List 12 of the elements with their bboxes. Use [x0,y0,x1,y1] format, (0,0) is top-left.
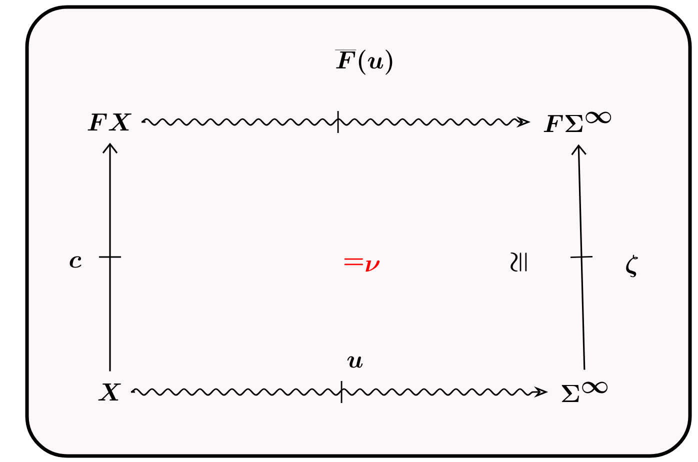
edge-label: $\overline{F}(u)$ [335,50,392,75]
edge-label: $c$ [70,256,82,268]
edge-label: $u$ [347,356,363,368]
math-term: $X$ [98,383,121,401]
math-term: $F\Sigma^{\infty}$ [544,112,612,132]
math-term: $F X$ [88,113,132,131]
equality-sign: $=_{\nu}$ [344,258,380,272]
arrow [99,142,121,372]
isomorphism-sign: $\cong$ [510,252,527,272]
arrow [570,144,593,370]
edge-label: $\zeta$ [626,254,638,278]
math-term: $\Sigma^{\infty}$ [562,382,608,402]
